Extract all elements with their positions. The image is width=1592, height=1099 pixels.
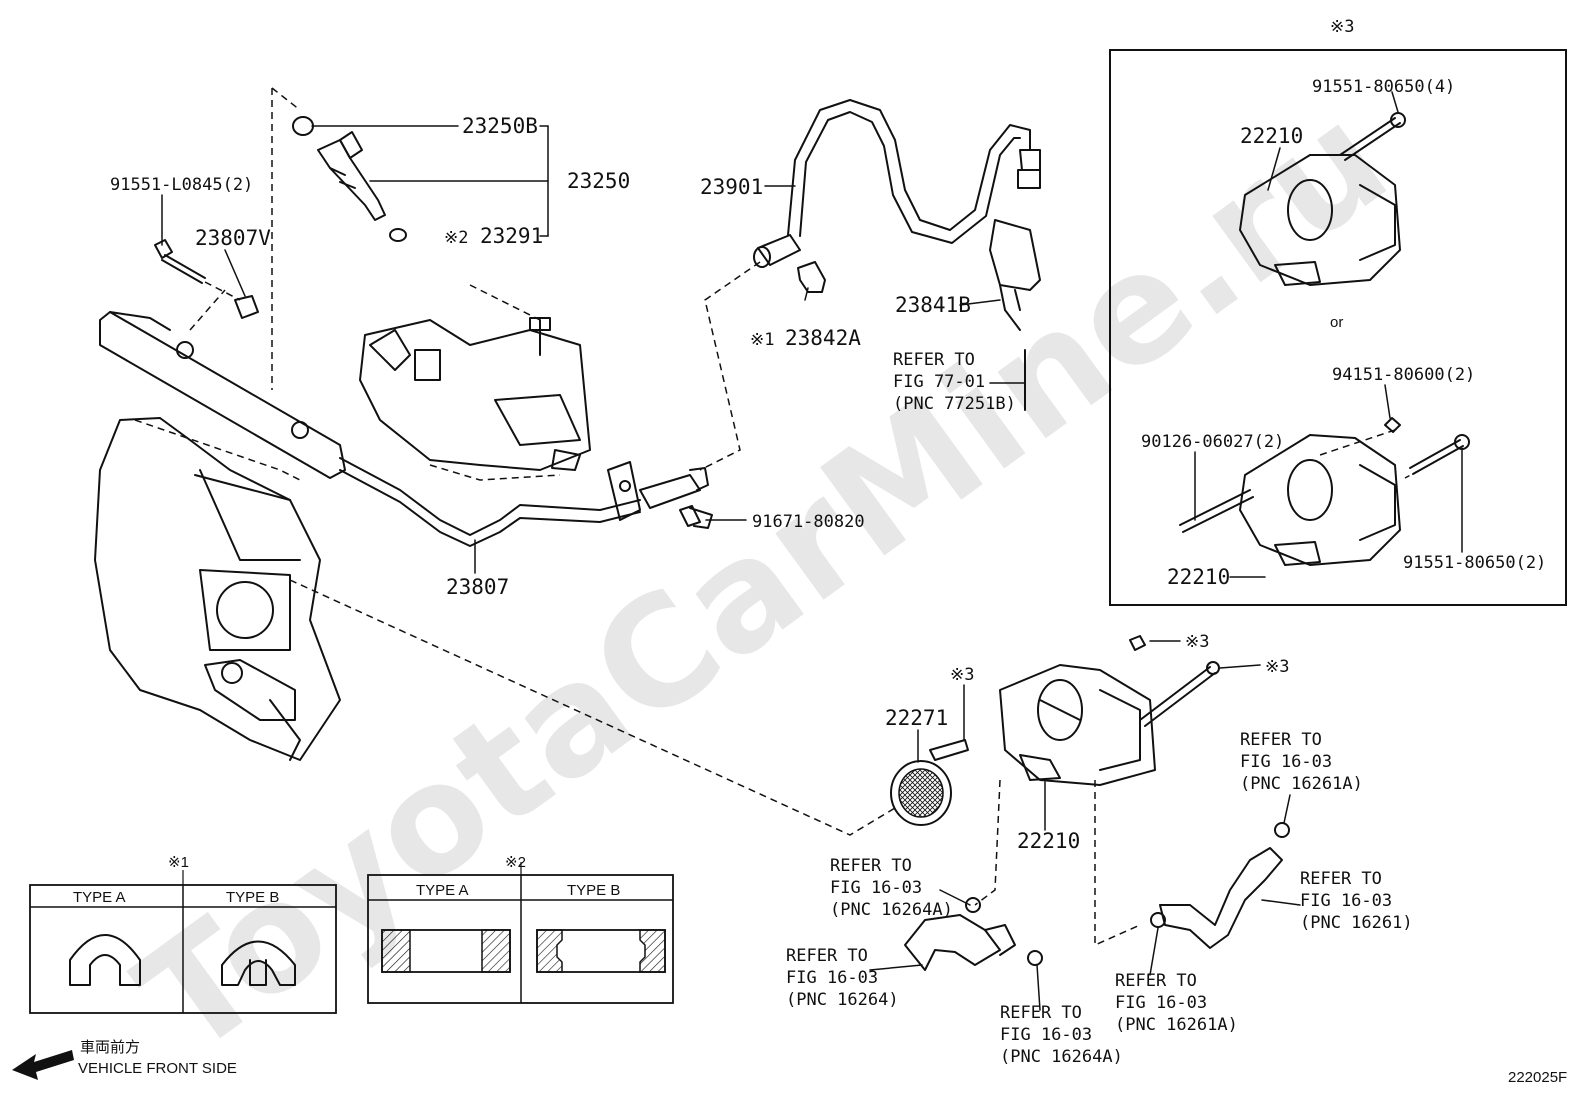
table-clip-types: ※1 TYPE A TYPE B — [29, 854, 337, 1014]
direction-jp: 車両前方 — [80, 1039, 140, 1056]
label-23807: 23807 — [446, 575, 509, 599]
inset-note-3: ※3 — [1330, 17, 1354, 37]
label-23250: 23250 — [567, 169, 630, 193]
table2-type-b: TYPE B — [567, 882, 620, 899]
note-3-marker-b: ※3 — [1185, 632, 1209, 652]
svg-text:FIG 77-01: FIG 77-01 — [893, 372, 985, 392]
svg-text:REFER TO: REFER TO — [893, 350, 975, 370]
label-23250B: 23250B — [462, 114, 538, 138]
ref-16261: REFER TO FIG 16-03 (PNC 16261) — [1300, 869, 1413, 933]
svg-text:(PNC 16264A): (PNC 16264A) — [830, 900, 953, 920]
table1-note: ※1 — [168, 854, 189, 871]
table2-note: ※2 — [505, 854, 526, 871]
label-22210-main: 22210 — [1017, 829, 1080, 853]
leader-lines — [161, 91, 1463, 1011]
svg-text:REFER TO: REFER TO — [1000, 1003, 1082, 1023]
ref-16261A-upper: REFER TO FIG 16-03 (PNC 16261A) — [1240, 730, 1363, 794]
vehicle-front-arrow-icon — [12, 1050, 74, 1080]
note-2-marker: ※2 — [444, 228, 468, 248]
svg-text:FIG 16-03: FIG 16-03 — [786, 968, 878, 988]
svg-text:FIG 16-03: FIG 16-03 — [1115, 993, 1207, 1013]
label-23842A: 23842A — [785, 326, 861, 350]
ref-16264A-lower: REFER TO FIG 16-03 (PNC 16264A) — [1000, 1003, 1123, 1067]
note-1-marker: ※1 — [750, 330, 774, 350]
clip-23842A-drawing — [797, 261, 826, 293]
svg-text:REFER TO: REFER TO — [1240, 730, 1322, 750]
svg-text:FIG 16-03: FIG 16-03 — [1000, 1025, 1092, 1045]
label-23901: 23901 — [700, 175, 763, 199]
inset-label-22210-lower: 22210 — [1167, 565, 1230, 589]
direction-en: VEHICLE FRONT SIDE — [78, 1060, 237, 1077]
note-3-marker-c: ※3 — [1265, 657, 1289, 677]
table1-type-b: TYPE B — [226, 889, 279, 906]
label-23291: 23291 — [480, 224, 543, 248]
svg-text:(PNC 16261A): (PNC 16261A) — [1115, 1015, 1238, 1035]
svg-text:(PNC 16261): (PNC 16261) — [1300, 913, 1413, 933]
fuel-hose-drawing — [753, 99, 1041, 268]
throttle-body-main-drawing — [929, 635, 1220, 786]
ref-16264: REFER TO FIG 16-03 (PNC 16264) — [786, 946, 899, 1010]
inset-label-22210-upper: 22210 — [1240, 124, 1303, 148]
svg-text:(PNC 16261A): (PNC 16261A) — [1240, 774, 1363, 794]
table1-type-a: TYPE A — [73, 889, 126, 906]
ref-77251B: REFER TO FIG 77-01 (PNC 77251B) — [893, 350, 1016, 414]
table2-type-a: TYPE A — [416, 882, 469, 899]
inset-upper-throttle-drawing — [1239, 112, 1406, 286]
gasket-22271-drawing — [890, 760, 952, 826]
water-hoses-drawing — [904, 822, 1290, 971]
inset-label-91551-80650-2: 91551-80650(2) — [1403, 553, 1546, 573]
inset-or: or — [1330, 314, 1343, 331]
ref-16264A-upper: REFER TO FIG 16-03 (PNC 16264A) — [830, 856, 953, 920]
svg-text:FIG 16-03: FIG 16-03 — [1300, 891, 1392, 911]
inset-box — [1109, 49, 1567, 606]
svg-text:FIG 16-03: FIG 16-03 — [1240, 752, 1332, 772]
inset-label-91551-80650-4: 91551-80650(4) — [1312, 77, 1455, 97]
svg-text:(PNC 16264A): (PNC 16264A) — [1000, 1047, 1123, 1067]
inset-lower-throttle-drawing — [1179, 417, 1470, 566]
svg-text:FIG 16-03: FIG 16-03 — [830, 878, 922, 898]
inset-label-90126-06027: 90126-06027(2) — [1141, 432, 1284, 452]
svg-text:(PNC 16264): (PNC 16264) — [786, 990, 899, 1010]
svg-text:REFER TO: REFER TO — [1300, 869, 1382, 889]
svg-text:REFER TO: REFER TO — [786, 946, 868, 966]
label-22271: 22271 — [885, 706, 948, 730]
label-91671-80820: 91671-80820 — [752, 512, 865, 532]
label-91551-L0845: 91551-L0845(2) — [110, 175, 253, 195]
svg-text:(PNC 77251B): (PNC 77251B) — [893, 394, 1016, 414]
svg-text:REFER TO: REFER TO — [830, 856, 912, 876]
svg-text:REFER TO: REFER TO — [1115, 971, 1197, 991]
label-23841B: 23841B — [895, 293, 971, 317]
figure-code: 222025F — [1508, 1069, 1567, 1086]
engine-block-drawing — [94, 284, 591, 761]
rail-bolt-drawing — [154, 239, 259, 331]
bracket-23841B-drawing — [989, 219, 1041, 331]
note-3-marker-a: ※3 — [950, 665, 974, 685]
label-23807V: 23807V — [195, 226, 271, 250]
ref-16261A-lower: REFER TO FIG 16-03 (PNC 16261A) — [1115, 971, 1238, 1035]
fuel-rail-drawing — [99, 311, 709, 547]
inset-label-94151-80600: 94151-80600(2) — [1332, 365, 1475, 385]
injector-drawing — [292, 116, 407, 242]
bolt-91671-drawing — [679, 505, 713, 529]
table-grommet-types: ※2 TYPE A TYPE B — [367, 854, 674, 1004]
